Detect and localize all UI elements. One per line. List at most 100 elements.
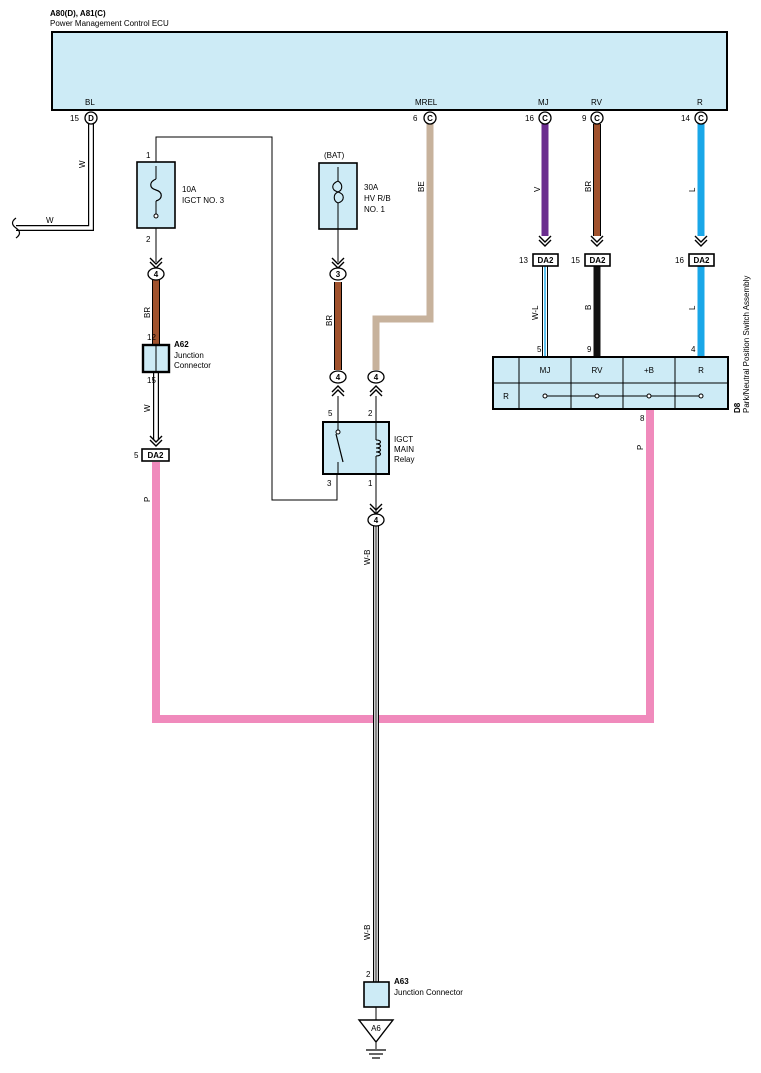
wire-label-bl-branch: W <box>46 216 54 225</box>
ecu-box <box>51 31 728 111</box>
d8-col-mj: MJ <box>540 366 551 375</box>
a63-code: A63 <box>394 977 409 986</box>
ecu-terminal-r: C <box>694 111 708 125</box>
svg-text:C: C <box>427 114 433 123</box>
wire-label-fuse2-out: BR <box>325 315 334 326</box>
fuse2-name: HV R/B <box>364 194 391 203</box>
fuse2-source: (BAT) <box>324 151 345 160</box>
relay-output-connector: 4 <box>367 503 385 527</box>
da2-rv-pin: 15 <box>571 256 580 265</box>
ecu-code: A80(D), A81(C) <box>50 9 106 18</box>
svg-text:4: 4 <box>336 373 341 382</box>
ecu-terminal-rv-label: RV <box>591 98 603 107</box>
svg-text:DA2: DA2 <box>537 256 554 265</box>
d8-col-b: +B <box>644 366 654 375</box>
da2-mj-connector: DA2 <box>532 235 559 267</box>
fuse-hv-rb-no1 <box>318 162 358 262</box>
ecu-terminal-bl-label: BL <box>85 98 95 107</box>
relay-pin-1: 1 <box>368 479 373 488</box>
svg-text:DA2: DA2 <box>589 256 606 265</box>
ecu-terminal-r-label: R <box>697 98 703 107</box>
da2-left-pin: 5 <box>134 451 139 460</box>
fuse1-pin-top: 1 <box>146 151 151 160</box>
relay-name2: MAIN <box>394 445 414 454</box>
wire-label-mj: V <box>533 186 542 192</box>
ecu-pin-r: 14 <box>681 114 690 123</box>
ecu-terminal-mrel-label: MREL <box>415 98 438 107</box>
wire-p-loop <box>152 409 654 723</box>
wire-label-fuse1-out: BR <box>143 307 152 318</box>
wire-label-mrel: BE <box>417 181 426 192</box>
ecu-terminal-rv: C <box>590 111 604 125</box>
a62-pin-out: 15 <box>147 376 156 385</box>
fuse1-rating: 10A <box>182 185 197 194</box>
d8-switch-assembly <box>492 356 729 410</box>
fuse2-connector: 3 <box>329 257 347 281</box>
ecu-terminal-mj: C <box>538 111 552 125</box>
d8-code: D8 <box>733 402 742 413</box>
ground-a6 <box>357 1019 395 1059</box>
ground-label: A6 <box>371 1024 381 1033</box>
wire-label-bl: W <box>78 160 87 168</box>
relay-input-connector-1: 4 <box>329 370 347 397</box>
wire-igct-loop <box>155 136 338 501</box>
relay-input-connector-2: 4 <box>367 370 385 397</box>
wire-label-da2-mj: W-L <box>531 305 540 320</box>
d8-pin-out: 8 <box>640 414 645 423</box>
svg-text:DA2: DA2 <box>147 451 164 460</box>
svg-text:4: 4 <box>374 373 379 382</box>
da2-rv-connector: DA2 <box>584 235 611 267</box>
svg-text:3: 3 <box>336 270 341 279</box>
svg-text:DA2: DA2 <box>693 256 710 265</box>
fuse2-name2: NO. 1 <box>364 205 385 214</box>
wire-label-relay-out: W-B <box>363 550 372 565</box>
wire-label-d8-out: P <box>636 445 645 450</box>
ecu-pin-bl: 15 <box>70 114 79 123</box>
a62-name2: Connector <box>174 361 211 370</box>
wire-label-r: L <box>688 187 697 192</box>
d8-name: Park/Neutral Position Switch Assembly <box>742 276 751 413</box>
d8-row-r: R <box>503 392 509 401</box>
wire-label-ground-lower: W-B <box>363 925 372 940</box>
d8-col-rv: RV <box>592 366 604 375</box>
a63-pin: 2 <box>366 970 371 979</box>
a62-pin-in: 12 <box>147 333 156 342</box>
d8-col-r: R <box>698 366 704 375</box>
relay-igct-main <box>322 421 390 475</box>
a63-name: Junction Connector <box>394 988 463 997</box>
d8-pin-b: 4 <box>691 345 696 354</box>
svg-text:4: 4 <box>374 516 379 525</box>
wire-label-a62-out: W <box>143 404 152 412</box>
ecu-pin-mj: 16 <box>525 114 534 123</box>
relay-pin-5: 5 <box>328 409 333 418</box>
relay-name: IGCT <box>394 435 413 444</box>
svg-text:C: C <box>698 114 704 123</box>
a62-code: A62 <box>174 340 189 349</box>
relay-pin-2: 2 <box>368 409 373 418</box>
fuse2-rating: 30A <box>364 183 379 192</box>
a63-junction-connector <box>363 981 390 1020</box>
relay-pin-3: 3 <box>327 479 332 488</box>
fuse-igct-no3 <box>136 161 176 262</box>
fuse1-name: IGCT NO. 3 <box>182 196 225 205</box>
ecu-pin-rv: 9 <box>582 114 587 123</box>
da2-left-connector: DA2 <box>141 435 170 462</box>
svg-text:C: C <box>594 114 600 123</box>
ecu-name: Power Management Control ECU <box>50 19 169 28</box>
da2-r-pin: 16 <box>675 256 684 265</box>
fuse1-pin-bottom: 2 <box>146 235 151 244</box>
svg-text:C: C <box>542 114 548 123</box>
wire-label-da2-5-out: P <box>143 497 152 502</box>
a62-name: Junction <box>174 351 204 360</box>
d8-pin-mj: 5 <box>537 345 542 354</box>
da2-r-connector: DA2 <box>688 235 715 267</box>
wire-label-da2-rv: B <box>584 305 593 310</box>
da2-mj-pin: 13 <box>519 256 528 265</box>
wire-label-da2-r: L <box>688 305 697 310</box>
svg-text:D: D <box>88 114 94 123</box>
svg-text:4: 4 <box>154 270 159 279</box>
relay-name3: Relay <box>394 455 414 464</box>
wire-label-rv: BR <box>584 181 593 192</box>
wire-mrel <box>372 124 434 370</box>
